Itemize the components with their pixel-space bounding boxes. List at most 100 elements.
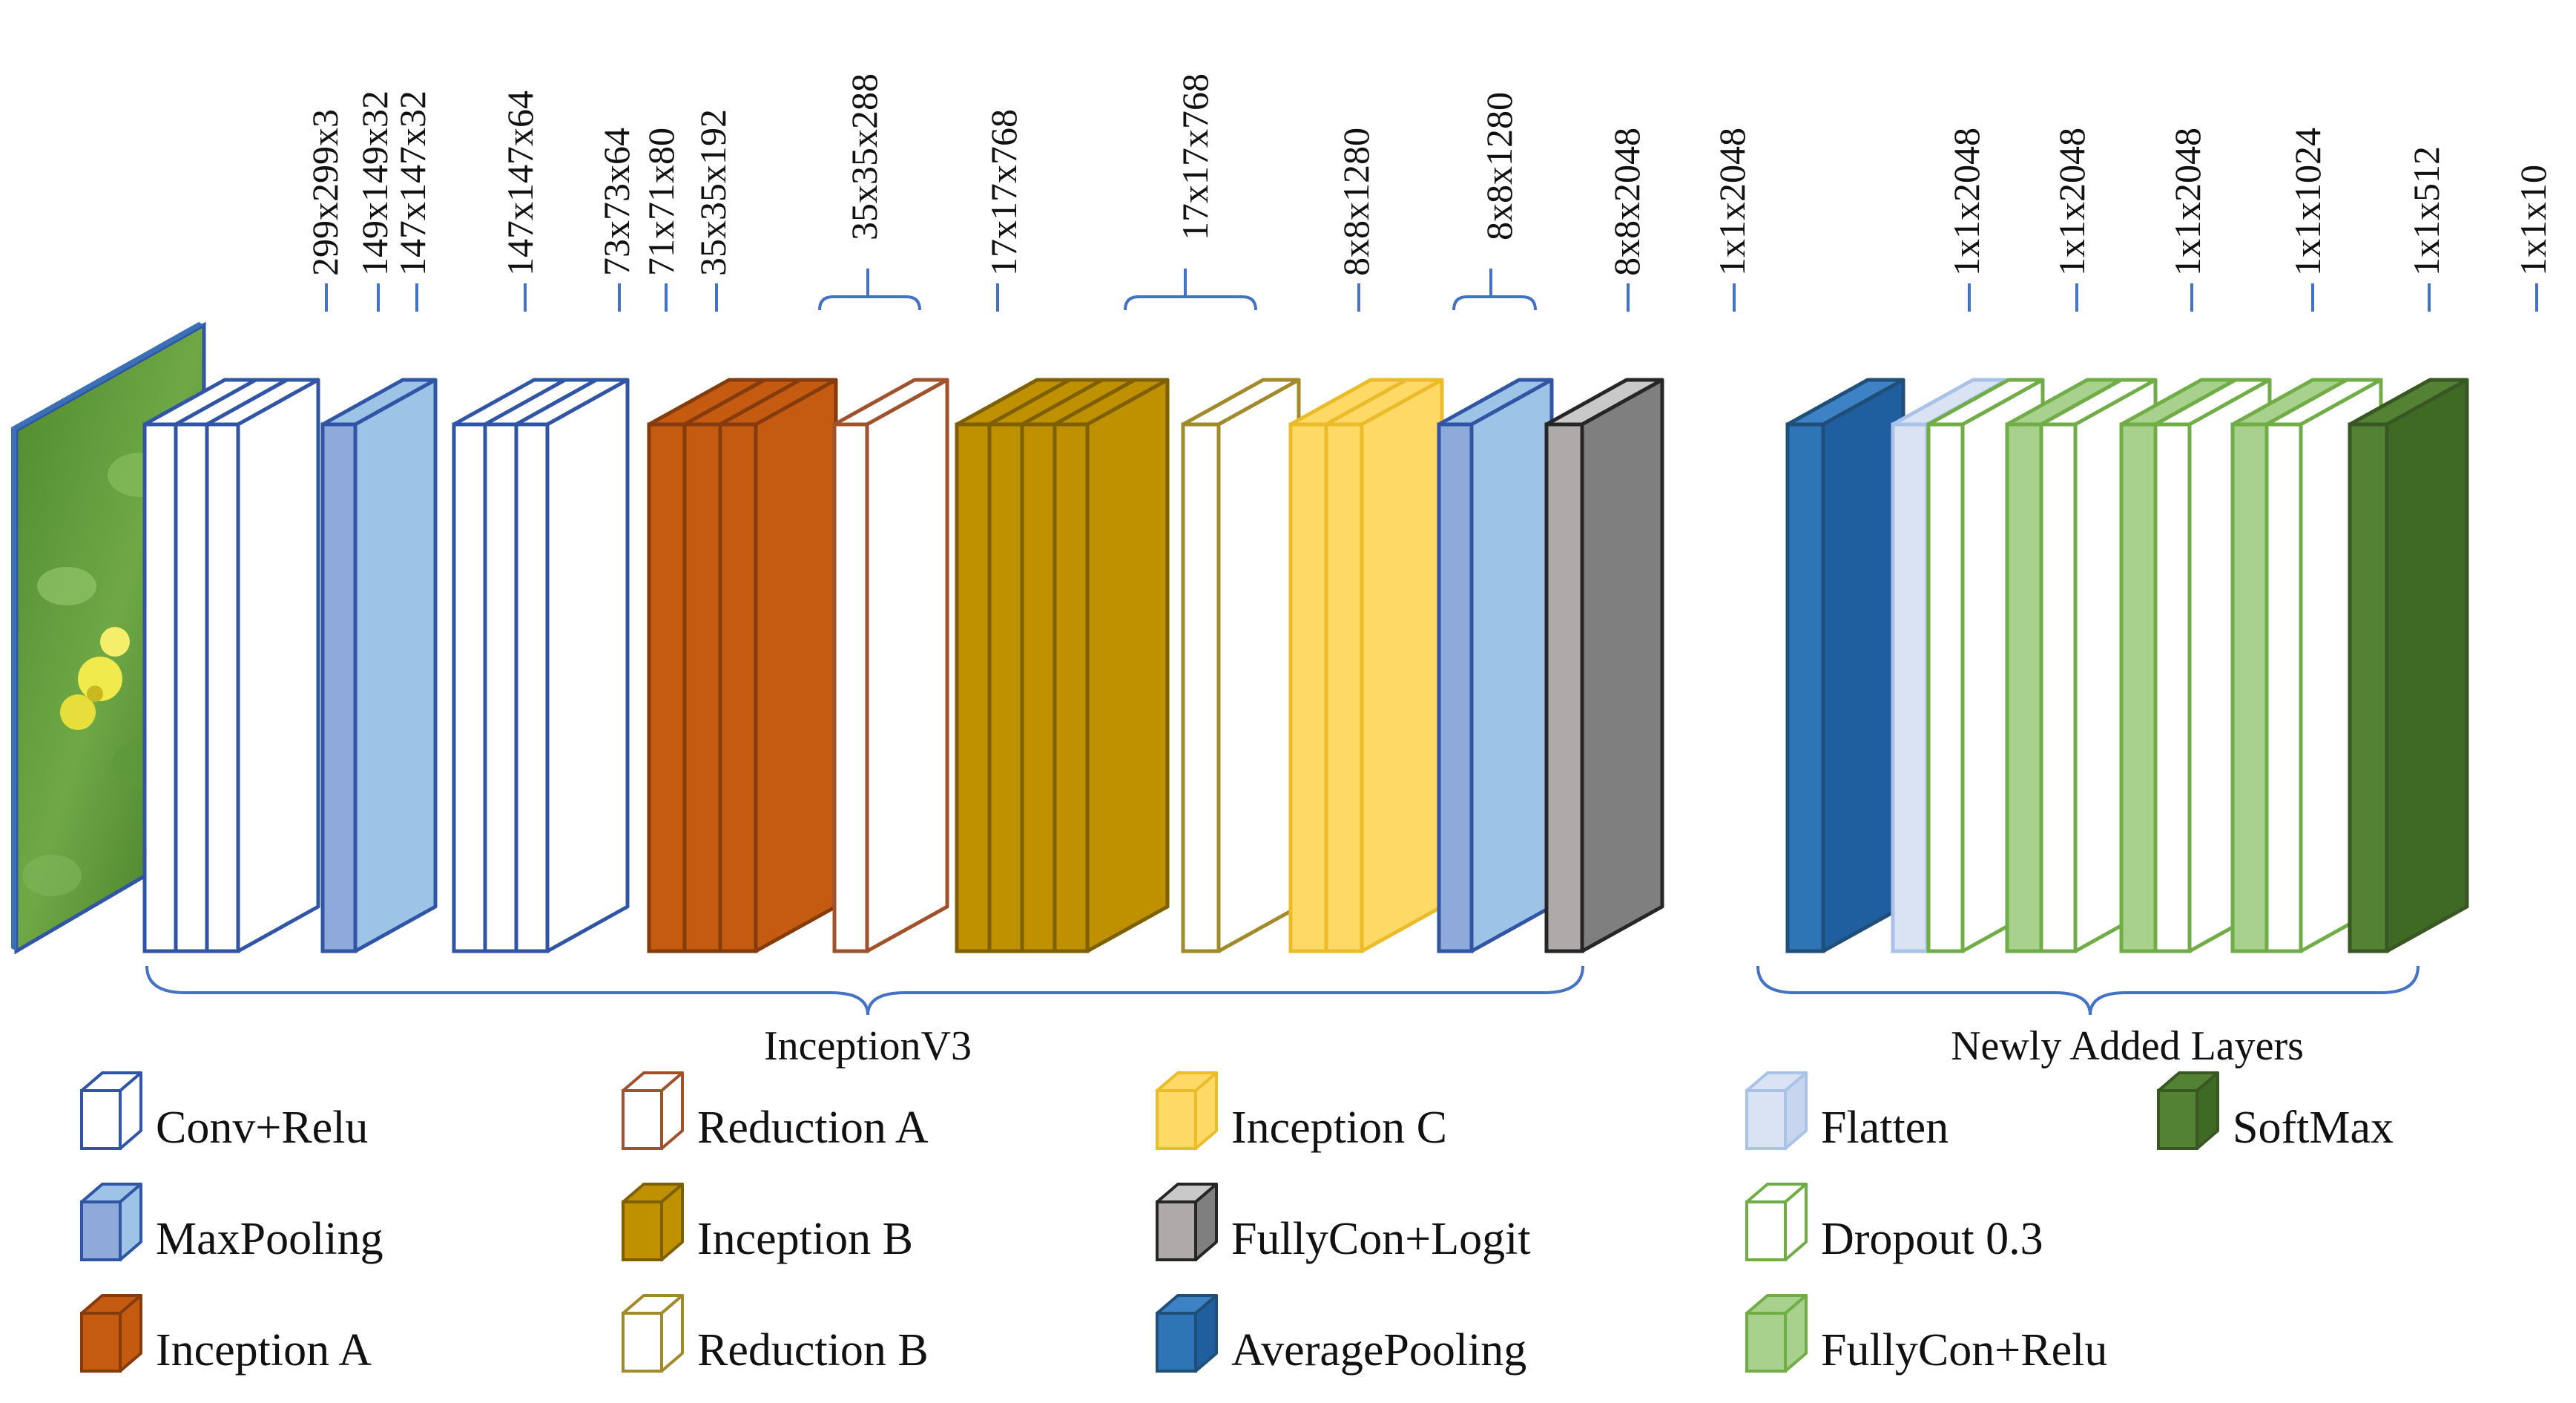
cube-icon [2157, 1071, 2219, 1150]
legend-label: Conv+Relu [156, 1103, 368, 1153]
inception-a-block-3 [718, 378, 838, 953]
dimension-text: 147x147x64 [499, 91, 541, 276]
dimension-label: 35x35x192 [692, 109, 734, 312]
cube-icon [1156, 1071, 1218, 1150]
dimension-label: 1x1x2048 [1711, 128, 1753, 312]
dimension-text: 147x147x32 [392, 91, 433, 276]
average-pooling-layer [1785, 378, 1905, 953]
legend-label: MaxPooling [156, 1214, 383, 1264]
dimension-text: 1x1x2048 [1711, 128, 1753, 276]
legend-item-flatten: Flatten [1745, 1071, 1949, 1153]
dimension-text: 8x8x2048 [1606, 128, 1647, 276]
legend-label: AveragePooling [1231, 1325, 1526, 1376]
new-layers-bracket: Newly Added Layers [1756, 965, 2419, 1069]
fullycon-logit-layer [1544, 378, 1664, 953]
legend-label: FullyCon+Logit [1231, 1214, 1531, 1264]
maxpool-layer-1 [320, 378, 438, 953]
dimension-text: 1x1x512 [2405, 146, 2447, 276]
legend-label: SoftMax [2233, 1103, 2394, 1153]
cube-icon [1156, 1183, 1218, 1261]
dimension-text: 73x73x64 [596, 128, 637, 276]
maxpool-layer-2 [1437, 378, 1554, 953]
dimension-label: 8x8x1280 [1452, 92, 1537, 311]
dimension-text: 149x149x32 [354, 91, 395, 276]
cube-icon [622, 1294, 684, 1373]
legend-item-reduction-a: Reduction A [622, 1071, 929, 1153]
dimension-label: 35x35x288 [818, 73, 921, 311]
legend-item-fullycon-relu: FullyCon+Relu [1745, 1294, 2107, 1376]
dimension-label: 1x1x2048 [1946, 128, 1987, 312]
legend-label: Inception A [156, 1325, 372, 1376]
cube-icon [80, 1183, 142, 1261]
legend-label: Dropout 0.3 [1821, 1214, 2043, 1264]
conv-relu-layer-3 [205, 378, 320, 953]
dimension-label: 1x1x2048 [2051, 128, 2092, 312]
dimension-label: 73x73x64 [596, 128, 637, 312]
cube-icon [622, 1183, 684, 1261]
dimension-text: 1x1x2048 [2051, 128, 2092, 276]
dimension-label: 1x1x10 [2512, 165, 2554, 312]
dimension-bracket [1452, 295, 1537, 311]
dimension-label: 1x1x1024 [2287, 128, 2328, 312]
dimension-label: 1x1x2048 [2167, 128, 2208, 312]
reduction-a-block [832, 378, 949, 953]
legend-label: FullyCon+Relu [1821, 1325, 2107, 1376]
dimension-bracket [818, 295, 921, 311]
legend-label: Inception B [697, 1214, 913, 1264]
legend-item-dropout: Dropout 0.3 [1745, 1183, 2043, 1264]
legend-label: Flatten [1821, 1103, 1949, 1153]
cube-icon [1745, 1294, 1808, 1373]
dimension-label: 147x147x32 [392, 91, 433, 312]
dimension-text: 1x1x1024 [2287, 128, 2328, 276]
dimension-text: 1x1x2048 [2167, 128, 2208, 276]
cube-icon [80, 1071, 142, 1150]
dimension-label: 8x8x2048 [1606, 128, 1647, 312]
dimension-label: 147x147x64 [499, 91, 541, 312]
dimension-text: 35x35x192 [692, 109, 734, 276]
legend-item-average-pooling: AveragePooling [1156, 1294, 1526, 1376]
legend-item-softmax: SoftMax [2157, 1071, 2394, 1153]
legend-label: Reduction B [697, 1325, 929, 1376]
dimension-text: 1x1x10 [2512, 165, 2554, 276]
softmax-layer [2348, 378, 2469, 953]
legend-item-reduction-b: Reduction B [622, 1294, 929, 1376]
cube-icon [80, 1294, 142, 1373]
legend-item-inception-c: Inception C [1156, 1071, 1447, 1153]
dimension-label: 8x8x1280 [1335, 128, 1377, 312]
inception-b-block-4 [1053, 378, 1170, 953]
conv-relu-layer-6 [514, 378, 630, 953]
dimension-text: 17x17x768 [1174, 73, 1216, 240]
dimension-text: 8x8x1280 [1335, 128, 1377, 276]
legend-item-inception-b: Inception B [622, 1183, 913, 1264]
dimension-label: 17x17x768 [1124, 73, 1257, 311]
cube-icon [622, 1071, 684, 1150]
dimension-bracket [1124, 295, 1257, 311]
legend-label: Inception C [1231, 1103, 1447, 1153]
dimension-label: 1x1x512 [2405, 146, 2447, 312]
dimension-text: 17x17x768 [983, 109, 1024, 276]
cube-icon [1745, 1071, 1808, 1150]
dimension-text: 299x299x3 [304, 109, 346, 276]
legend-item-fullycon-logit: FullyCon+Logit [1156, 1183, 1531, 1264]
inception-bracket: InceptionV3 [145, 965, 1584, 1069]
cube-icon [1745, 1183, 1808, 1261]
dimension-label: 149x149x32 [354, 91, 395, 312]
legend-item-conv-relu: Conv+Relu [80, 1071, 368, 1153]
cube-icon [1156, 1294, 1218, 1373]
reduction-b-block [1181, 378, 1301, 953]
dimension-text: 71x71x80 [640, 128, 682, 276]
new-layers-label: Newly Added Layers [1951, 1023, 2304, 1069]
dimension-text: 8x8x1280 [1478, 92, 1520, 240]
dimension-text: 35x35x288 [843, 73, 885, 240]
dimension-label: 17x17x768 [983, 109, 1024, 312]
inception-label: InceptionV3 [764, 1023, 972, 1069]
legend-item-inception-a: Inception A [80, 1294, 372, 1376]
legend-item-max-pooling: MaxPooling [80, 1183, 383, 1264]
inception-c-block-2 [1324, 378, 1444, 953]
layer-stack [142, 378, 2469, 953]
dimension-label: 299x299x3 [304, 109, 346, 312]
dimension-text: 1x1x2048 [1946, 128, 1987, 276]
